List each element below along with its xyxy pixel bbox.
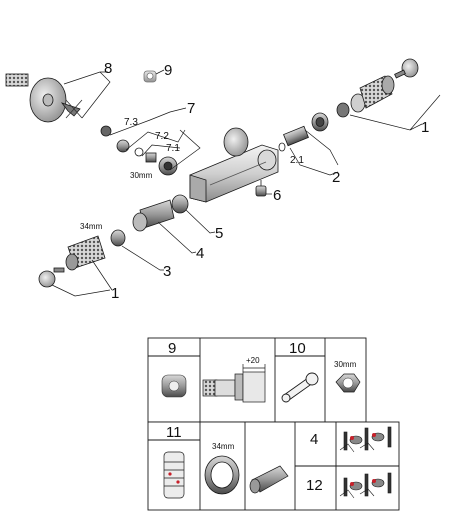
callout-labels: 1 2 2.1 6 5 4 3 1 7 7.3 7.2 7.1 8 9 30mm… [80,60,429,302]
table-label-12: 12 [306,477,323,494]
part-3-ring [110,229,126,247]
part-1-right-filter [336,58,419,118]
part-7-assembly [100,125,178,176]
table-part-10-wrench-icon [281,372,319,403]
callout-1-left: 1 [111,285,119,302]
table-label-10: 10 [289,340,306,357]
callout-5: 5 [215,225,223,242]
table-screws-set-4-icon [339,426,392,453]
callout-9: 9 [164,62,172,79]
part-9-nipple [143,70,157,83]
part-8-cap [5,73,83,123]
table-ring-34mm [204,455,240,495]
callout-8: 8 [104,60,112,77]
callout-7-3: 7.3 [124,117,138,128]
thermostat-body [189,127,279,203]
table-dim-30mm: 30mm [334,360,357,369]
callout-4: 4 [196,245,204,262]
dim-34mm: 34mm [80,222,103,231]
table-connector-part [249,465,289,494]
table-label-11: 11 [166,424,182,441]
table-extension-dim: +20 [246,356,260,365]
part-6-nut [255,180,267,197]
callout-7-1: 7.1 [166,143,180,154]
table-label-4: 4 [310,431,318,448]
part-2-1-connector [278,125,309,152]
leader-lines [51,69,441,297]
table-part-11-check-valve [163,451,185,499]
table-dim-34mm: 34mm [212,442,235,451]
callout-2: 2 [332,169,340,186]
part-1-left-filter [38,235,106,288]
callout-6: 6 [273,187,281,204]
callout-3: 3 [163,263,171,280]
part-4-connector [132,199,175,232]
dim-30mm: 30mm [130,171,153,180]
part-2-nut [311,112,329,132]
table-extension-drawing [202,364,266,403]
callout-7-2: 7.2 [155,131,169,142]
callout-7: 7 [187,100,195,117]
table-part-9-nipple [161,374,187,398]
spare-parts-table: 9 +20 10 30mm 11 [147,337,400,511]
table-label-9: 9 [168,340,176,357]
main-exploded-view [5,58,441,297]
table-nut-30mm [335,373,361,393]
callout-1-right: 1 [421,119,429,136]
part-5-ring [171,194,189,214]
callout-2-1: 2.1 [290,155,304,166]
table-screws-set-12-icon [339,472,392,499]
